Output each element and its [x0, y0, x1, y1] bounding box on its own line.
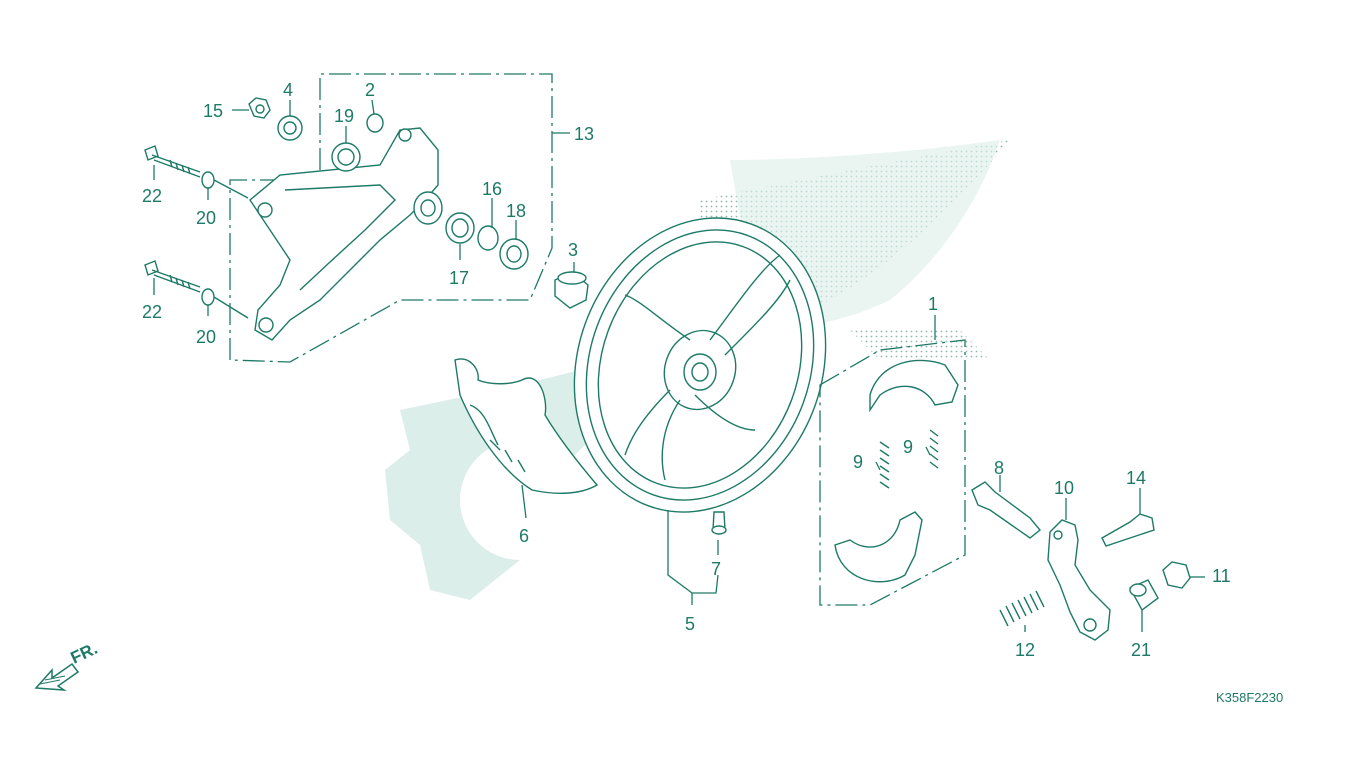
callout-17: 17: [449, 268, 469, 288]
brake-shoe-lower: [834, 511, 923, 583]
spring-12: [999, 590, 1045, 627]
callout-12: 12: [1015, 640, 1035, 660]
brake-cam: [971, 481, 1041, 539]
callout-22b: 22: [142, 302, 162, 322]
bolt-lower: [144, 260, 201, 293]
rear-wheel: [573, 217, 827, 513]
callout-18: 18: [506, 201, 526, 221]
callout-15: 15: [203, 101, 223, 121]
brake-arm: [1047, 519, 1111, 641]
callouts: 1 2 3 4 5 6 7 8 9 9 10 11 12 13 14 15 16…: [142, 80, 1231, 660]
callout-13: 13: [574, 124, 594, 144]
front-direction-arrow: FR.: [34, 639, 101, 691]
callout-1: 1: [928, 294, 938, 314]
callout-21: 21: [1131, 640, 1151, 660]
callout-11: 11: [1212, 566, 1231, 586]
callout-3: 3: [568, 240, 578, 260]
callout-20a: 20: [196, 208, 216, 228]
callout-9a: 9: [853, 452, 863, 472]
mudguard: [454, 358, 599, 494]
callout-9b: 9: [903, 437, 913, 457]
bolt-14: [1101, 513, 1155, 547]
nut-11: [1162, 561, 1191, 589]
callout-19: 19: [334, 106, 354, 126]
diagram-code: K358F2230: [1216, 690, 1283, 705]
callout-7: 7: [711, 559, 721, 579]
callout-6: 6: [519, 526, 529, 546]
callout-10: 10: [1054, 478, 1074, 498]
leader-lines: [153, 99, 1205, 632]
callout-20b: 20: [196, 327, 216, 347]
bolt-upper: [144, 145, 201, 178]
callout-8: 8: [994, 458, 1004, 478]
callout-14: 14: [1126, 468, 1146, 488]
callout-2: 2: [365, 80, 375, 100]
callout-4: 4: [283, 80, 293, 100]
callout-22a: 22: [142, 186, 162, 206]
brake-shoe-upper: [869, 359, 959, 413]
callout-16: 16: [482, 179, 502, 199]
swing-arm-group: [144, 73, 589, 363]
front-direction-label: FR.: [68, 639, 101, 668]
callout-5: 5: [685, 614, 695, 634]
brake-shoe-group: [819, 339, 966, 606]
